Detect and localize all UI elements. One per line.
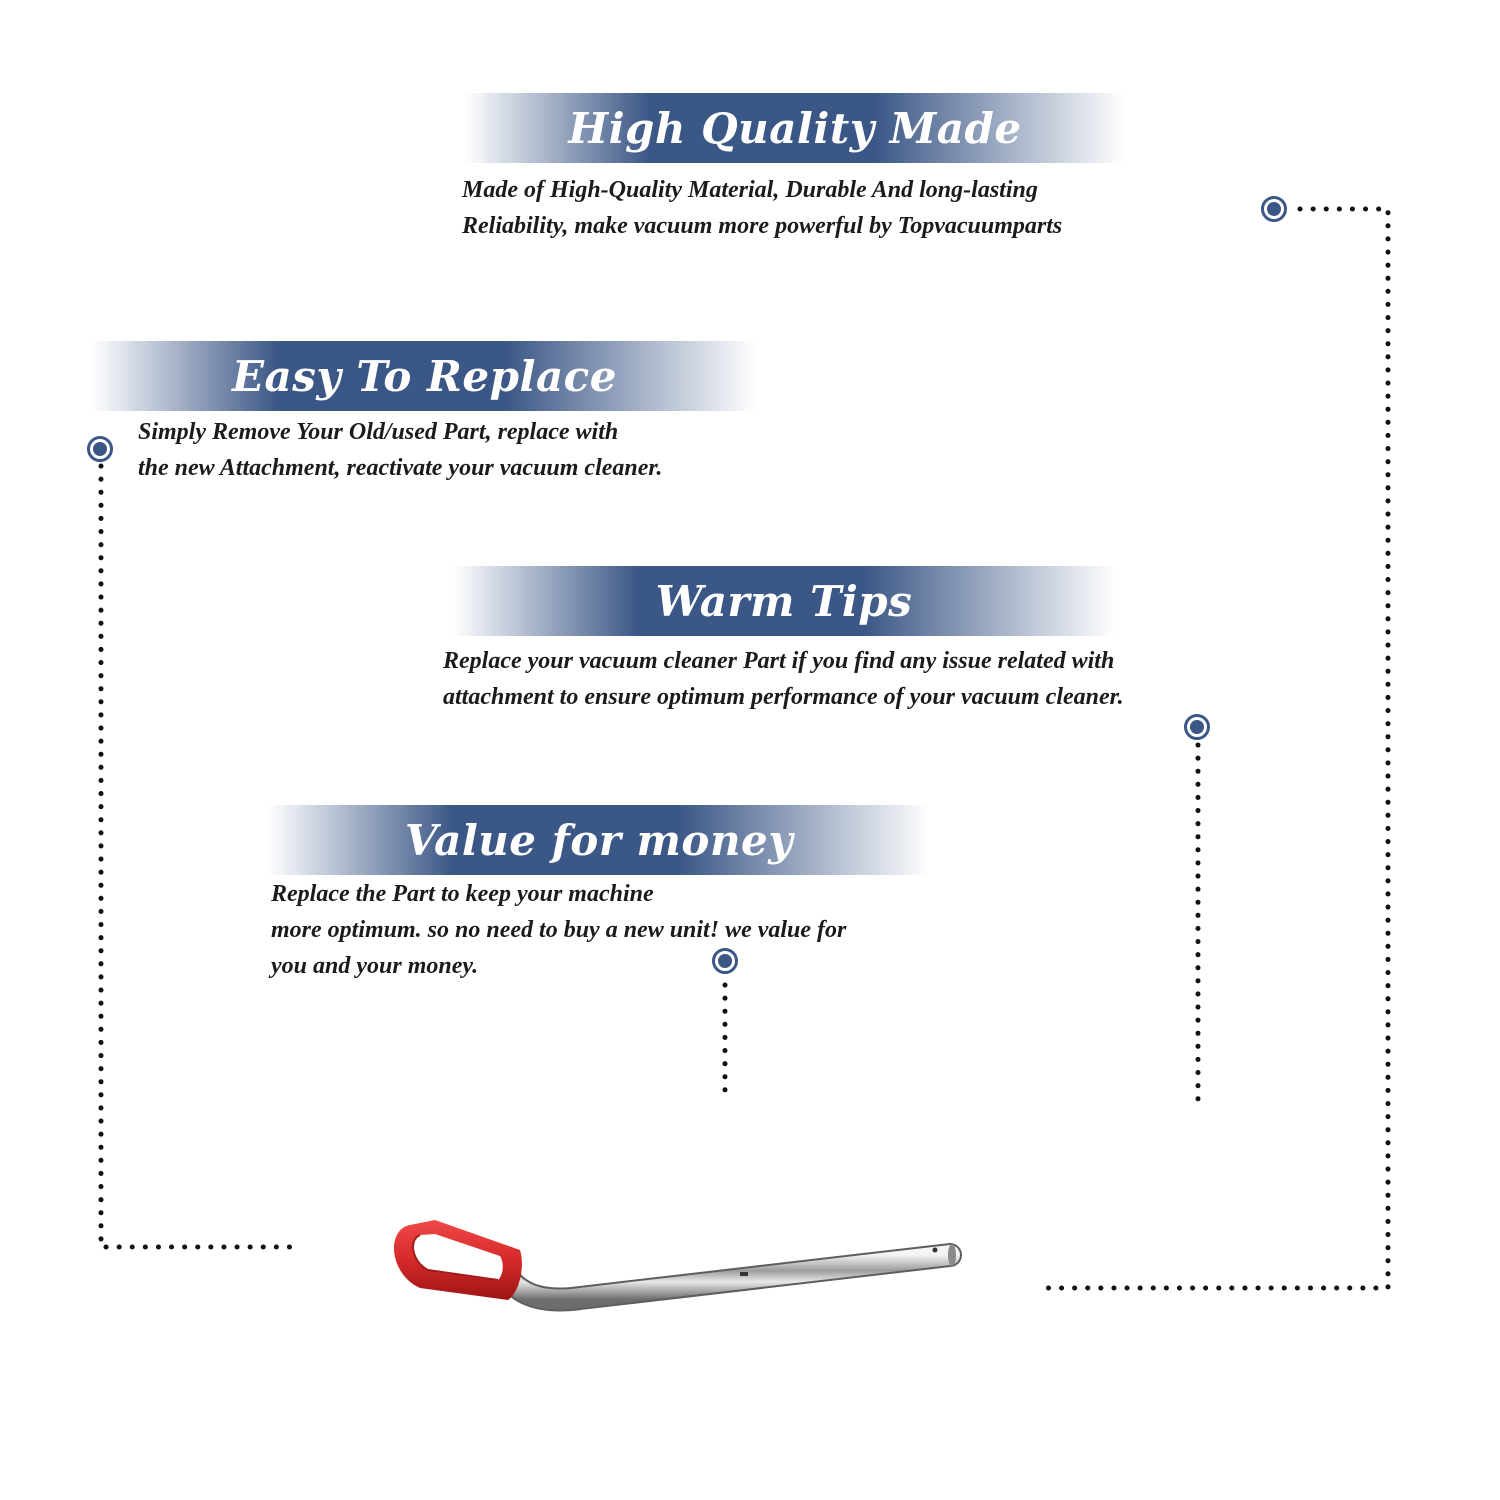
connector-high-quality [1037, 206, 1391, 1291]
text-line: Simply Remove Your Old/used Part, replac… [138, 419, 619, 445]
text-line: Replace your vacuum cleaner Part if you … [443, 648, 1115, 674]
banner-value-money: Value for money [268, 805, 930, 875]
text-line: Replace the Part to keep your machine [271, 881, 654, 907]
vacuum-handle-image [393, 1220, 962, 1312]
heading-easy-replace: Easy To Replace [232, 351, 617, 401]
heading-high-quality: High Quality Made [568, 103, 1022, 153]
banner-easy-replace: Easy To Replace [92, 341, 757, 411]
target-dot-icon [87, 436, 113, 462]
text-line: you and your money. [271, 953, 479, 979]
heading-warm-tips: Warm Tips [655, 576, 913, 626]
target-dot-icon [712, 948, 738, 974]
connector-easy-replace [98, 463, 298, 1250]
target-dot-icon [1184, 714, 1210, 740]
text-line: Made of High-Quality Material, Durable A… [462, 177, 1038, 203]
banner-high-quality: High Quality Made [465, 93, 1125, 163]
text-line: attachment to ensure optimum performance… [443, 684, 1124, 710]
text-line: Reliability, make vacuum more powerful b… [462, 213, 1063, 239]
target-dot-icon [1261, 196, 1287, 222]
text-warm-tips: Replace your vacuum cleaner Part if you … [443, 643, 1124, 715]
heading-value-money: Value for money [404, 815, 794, 865]
text-value-money: Replace the Part to keep your machine mo… [271, 876, 846, 984]
text-high-quality: Made of High-Quality Material, Durable A… [462, 172, 1062, 244]
banner-warm-tips: Warm Tips [453, 566, 1115, 636]
text-line: the new Attachment, reactivate your vacu… [138, 455, 663, 481]
text-easy-replace: Simply Remove Your Old/used Part, replac… [138, 414, 662, 486]
text-line: more optimum. so no need to buy a new un… [271, 917, 847, 943]
